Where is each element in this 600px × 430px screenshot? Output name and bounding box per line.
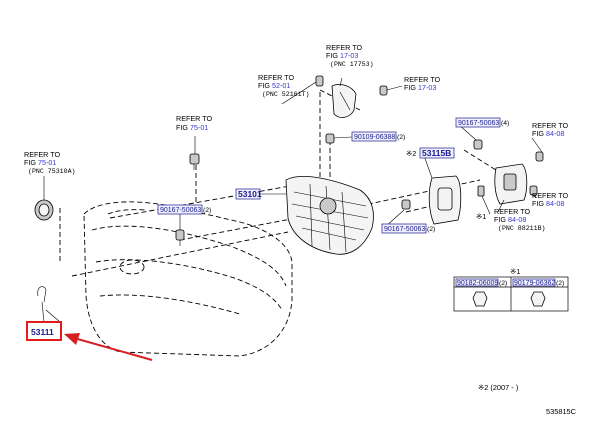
fig-link: 75-01 <box>190 123 208 132</box>
ref-line2: FIG 84-08 <box>532 129 564 138</box>
pnc-label: (PNC 88211B) <box>498 225 545 232</box>
part-qty: (2) <box>427 226 435 233</box>
ref-52-01[interactable]: REFER TO FIG 52-01 (PNC 52161T) <box>258 73 309 98</box>
part-label-90109[interactable]: 90109-06388 (2) <box>351 131 405 142</box>
table-cell-90179[interactable]: 90179-06362 (2) <box>512 278 564 307</box>
emblem-part <box>34 199 54 221</box>
sensor-bracket-part <box>494 163 528 205</box>
part-number: 90179-06362 <box>514 280 555 287</box>
ref-line2: FIG 17-03 <box>404 83 436 92</box>
part-number: 53101 <box>238 189 262 199</box>
ref-17-03-top[interactable]: REFER TO FIG 17-03 (PNC 17753) <box>326 43 374 68</box>
part-qty: (2) <box>556 280 564 287</box>
part-label-90167-b[interactable]: 90167-50063 (2) <box>157 204 211 215</box>
pnc-label: (PNC 52161T) <box>262 91 309 98</box>
part-label-90167-c[interactable]: 90167-50063 (2) <box>381 223 435 234</box>
fig-link: 84-08 <box>546 199 564 208</box>
figure-code: 535815C <box>546 407 577 416</box>
part-number: 90182-06009 <box>457 280 498 287</box>
ref-line2: FIG 84-08 <box>532 199 564 208</box>
fig-link: 84-08 <box>508 215 526 224</box>
ref-line1: REFER TO <box>326 43 362 52</box>
part-label-53111[interactable]: 53111 <box>26 321 62 341</box>
ref-line1: REFER TO <box>494 207 530 216</box>
bracket-53115b-part <box>428 175 462 225</box>
ref-84-08-b[interactable]: REFER TO FIG 84-08 <box>532 191 568 208</box>
ref-line2: FIG 75-01 <box>176 123 208 132</box>
part-qty: (2) <box>397 134 405 141</box>
pnc-label: (PNC 75310A) <box>28 168 75 175</box>
fastener-part <box>175 229 185 246</box>
ref-line1: REFER TO <box>532 191 568 200</box>
part-qty: (4) <box>501 120 509 127</box>
part-qty: (2) <box>499 280 507 287</box>
fig-link: 17-03 <box>340 51 358 60</box>
ref-75-01-left[interactable]: REFER TO FIG 75-01 (PNC 75310A) <box>24 150 75 175</box>
ref-line1: REFER TO <box>404 75 440 84</box>
pnc-label: (PNC 17753) <box>330 61 374 68</box>
ref-line1: REFER TO <box>258 73 294 82</box>
part-number: 90167-50063 <box>384 226 425 233</box>
highlight-arrow <box>64 333 153 361</box>
bolt-90167-a <box>473 139 483 150</box>
ref-84-08-c[interactable]: REFER TO FIG 84-08 (PNC 88211B) <box>494 207 545 232</box>
part-label-53115b[interactable]: ※2 53115B <box>406 147 455 159</box>
fig-link: 84-08 <box>546 129 564 138</box>
part-number: 90167-50063 <box>160 207 201 214</box>
bolt-84-08-b <box>529 185 538 196</box>
bolt-84-08-a <box>535 151 544 162</box>
fig-link: 75-01 <box>38 158 56 167</box>
ref-17-03-right[interactable]: REFER TO FIG 17-03 <box>404 75 440 92</box>
table-note-star1: ※1 <box>510 267 520 276</box>
ref-line1: REFER TO <box>176 114 212 123</box>
part-number: 53111 <box>31 327 54 337</box>
clip-part <box>189 153 200 170</box>
ref-75-01-mid[interactable]: REFER TO FIG 75-01 <box>176 114 212 132</box>
star1-marker: ※1 <box>476 212 486 221</box>
ref-84-08-a[interactable]: REFER TO FIG 84-08 <box>532 121 568 138</box>
part-label-90167-a[interactable]: 90167-50063 (4) <box>455 117 509 128</box>
clip-icon <box>530 291 546 307</box>
bolt-90109 <box>325 133 335 144</box>
part-label-53101[interactable]: 53101 <box>235 188 262 200</box>
hood-lock-part <box>331 84 357 118</box>
table-cell-90182[interactable]: 90182-06009 (2) <box>455 278 507 307</box>
fastener-table: ※1 90182-06009 (2) 90179-06362 (2) <box>453 267 569 312</box>
radiator-grille-part <box>285 175 374 255</box>
ref-line2: FIG 17-03 <box>326 51 358 60</box>
part-prefix: ※2 <box>406 149 416 158</box>
nut-icon <box>472 291 488 307</box>
part-qty: (2) <box>203 207 211 214</box>
hook-53111-part <box>37 286 47 323</box>
ref-line1: REFER TO <box>24 150 60 159</box>
ref-line1: REFER TO <box>532 121 568 130</box>
bolt-top <box>315 75 324 87</box>
part-number: 53115B <box>422 148 451 158</box>
part-number: 90109-06388 <box>354 134 395 141</box>
fig-link: 17-03 <box>418 83 436 92</box>
ref-line2: FIG 84-08 <box>494 215 526 224</box>
bolt-right-top <box>379 85 388 96</box>
bolt-90167-c <box>401 199 411 210</box>
part-number: 90167-50063 <box>458 120 499 127</box>
clip-star1 <box>477 185 485 197</box>
fig-link: 52-01 <box>272 81 290 90</box>
bumper-cover <box>83 201 293 357</box>
note-star2-range: ※2 (2007 - ) <box>478 383 518 392</box>
ref-line2: FIG 75-01 <box>24 158 56 167</box>
ref-line2: FIG 52-01 <box>258 81 290 90</box>
